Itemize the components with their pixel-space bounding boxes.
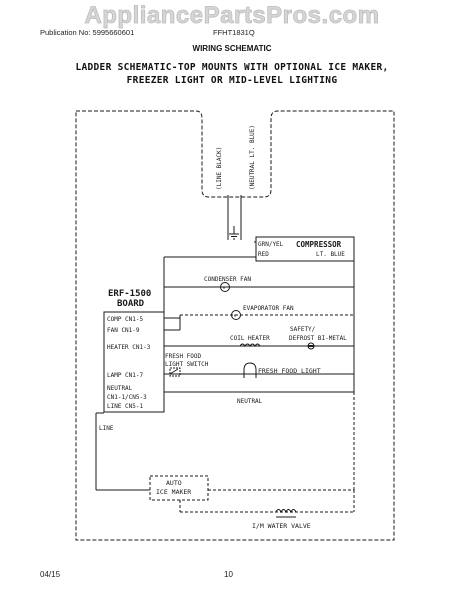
evaporator-fan-motor [231, 310, 241, 320]
section-title: WIRING SCHEMATIC [192, 44, 272, 53]
schematic-title-line1: LADDER SCHEMATIC-TOP MOUNTS WITH OPTIONA… [75, 62, 389, 73]
auto-label: AUTO [166, 479, 182, 487]
water-valve-coil [275, 509, 297, 514]
model-number: FFHT1831Q [213, 28, 255, 37]
safety-label: SAFETY/ [290, 326, 316, 333]
red-label: RED [258, 251, 269, 258]
ice-maker-label: ICE MAKER [156, 488, 191, 496]
evaporator-fan-motor-symbol: M [234, 314, 236, 318]
heater-cn-label: HEATER CN1-3 [107, 344, 151, 351]
neutral-label: NEUTRAL [237, 398, 263, 405]
line-label: LINE [99, 425, 114, 432]
comp-cn-label: COMP CN1-5 [107, 316, 144, 323]
line-black-label: (LINE BLACK) [216, 147, 223, 190]
light-switch-label: LIGHT SWITCH [165, 361, 209, 368]
erf-1500-board [103, 311, 165, 413]
enclosure-outline [75, 110, 395, 541]
fresh-food-light-switch [169, 367, 181, 377]
defrost-bimetal-label: DEFROST BI-METAL [289, 335, 347, 342]
fresh-food-light-label: FRESH FOOD LIGHT [258, 367, 321, 375]
fresh-food-label: FRESH FOOD [165, 353, 202, 360]
condenser-fan-motor-symbol: M [223, 286, 225, 290]
coil-heater-label: COIL HEATER [230, 335, 270, 342]
footer-page-number: 10 [224, 570, 233, 579]
publication-number: Publication No: 5995660601 [40, 28, 135, 37]
condenser-fan-label: CONDENSER FAN [204, 276, 251, 283]
neutral-cn2-label: CN1-1/CN5-3 [107, 394, 147, 401]
evaporator-fan-label: EVAPORATOR FAN [243, 305, 294, 312]
fan-cn-label: FAN CN1-9 [107, 327, 140, 334]
im-water-valve-label: I/M WATER VALVE [252, 522, 311, 530]
ground-symbol [229, 226, 239, 240]
grn-yel-label: GRN/YEL [258, 241, 284, 248]
watermark: AppliancePartsPros.com [84, 2, 380, 30]
coil-heater-symbol [239, 343, 261, 347]
fresh-food-light-bulb [243, 362, 257, 378]
board-label-line2: BOARD [117, 299, 145, 309]
lamp-cn-label: LAMP CN1-7 [107, 372, 144, 379]
compressor-box [255, 236, 355, 262]
line-cn-label: LINE CN5-1 [107, 403, 144, 410]
board-label-line1: ERF-1500 [108, 289, 151, 299]
neutral-blue-label: (NEUTRAL LT. BLUE) [249, 125, 256, 190]
compressor-label: COMPRESSOR [296, 240, 342, 249]
lt-blue-label: LT. BLUE [316, 251, 345, 258]
auto-ice-maker-box [149, 475, 209, 501]
safety-defrost-symbol [307, 342, 315, 350]
footer-date: 04/15 [40, 570, 61, 579]
neutral-cn-label: NEUTRAL [107, 385, 133, 392]
schematic-title-line2: FREEZER LIGHT OR MID-LEVEL LIGHTING [126, 75, 338, 86]
condenser-fan-motor [220, 282, 230, 292]
